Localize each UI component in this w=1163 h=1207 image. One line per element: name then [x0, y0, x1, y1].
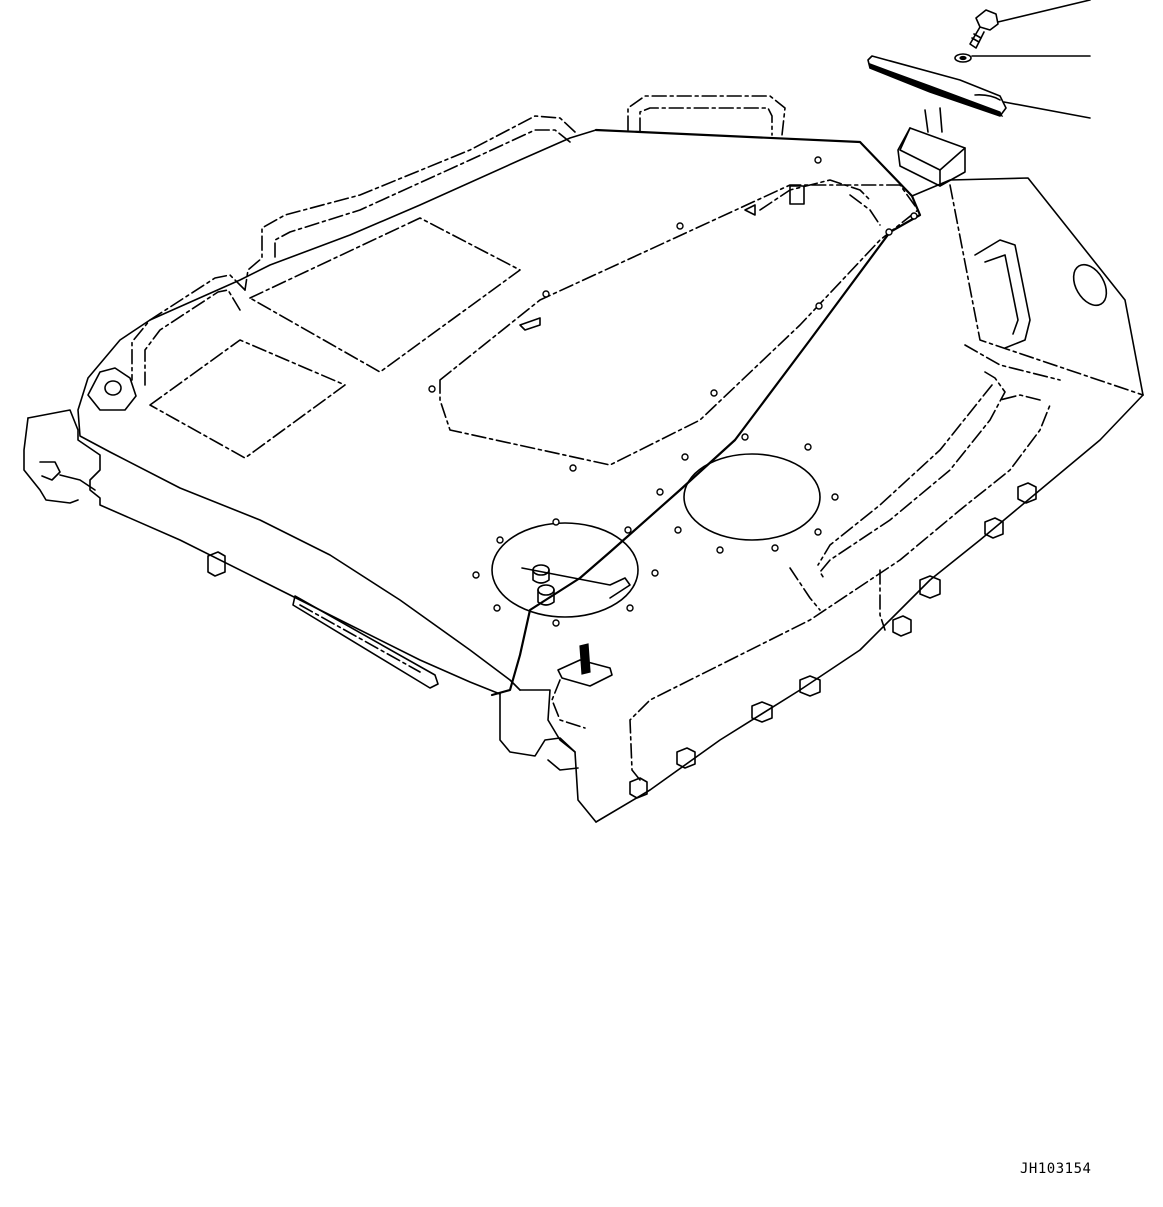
lifting-lug: [87, 367, 137, 411]
mounting-bosses-bottom: [207, 482, 1037, 799]
lower-ribs: [551, 567, 821, 729]
handrail-left: [131, 115, 576, 386]
cover-plate-upper-left: [249, 217, 521, 373]
cover-plate-center: [439, 184, 919, 466]
cover-plate-lower-left: [149, 339, 346, 459]
swing-opening: [656, 433, 839, 554]
right-side-panel: [949, 184, 1144, 396]
handrail-right: [817, 371, 1006, 581]
bolt-holes: [428, 156, 918, 472]
callout-leaders: [971, 0, 1091, 119]
center-joint-opening: [472, 518, 659, 627]
washer-part: [954, 53, 972, 63]
cover-plate-part: [867, 55, 1007, 118]
handrail-top: [627, 95, 786, 136]
filler-neck: [897, 107, 966, 187]
side-rail-left: [292, 595, 439, 689]
center-bracket-details: [519, 179, 881, 331]
drawing-code: JH103154: [1020, 1161, 1092, 1177]
mount-center: [557, 643, 613, 687]
bolt-part: [969, 9, 999, 49]
frame-body: [23, 128, 1144, 823]
